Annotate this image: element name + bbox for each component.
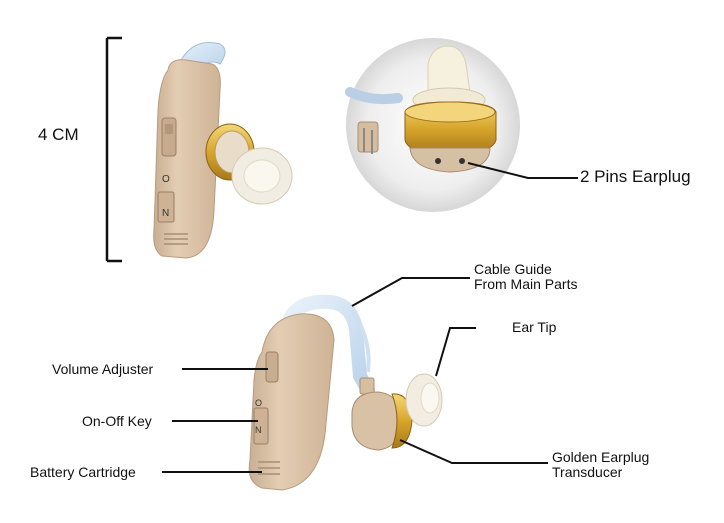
main-switch-mark-off: N xyxy=(255,425,262,435)
ear-tip-label: Ear Tip xyxy=(512,319,557,335)
battery-label: Battery Cartridge xyxy=(30,464,136,480)
leader-ear-tip xyxy=(435,327,476,377)
leader-earplug xyxy=(399,439,548,464)
hearing-aid-top-view xyxy=(153,42,293,259)
main-switch-mark-on: O xyxy=(255,398,262,408)
pins-label: 2 Pins Earplug xyxy=(580,167,691,186)
leader-cable-guide xyxy=(351,277,470,307)
scale-bracket xyxy=(105,36,122,263)
onoff-label: On-Off Key xyxy=(82,413,152,429)
leader-lines xyxy=(162,162,578,473)
switch-mark-on: O xyxy=(162,174,170,185)
cable-guide-label: Cable Guide From Main Parts xyxy=(474,261,578,292)
volume-label: Volume Adjuster xyxy=(52,361,154,377)
switch-mark-off: N xyxy=(162,208,169,219)
hearing-aid-main-view xyxy=(248,294,443,491)
earplug-closeup xyxy=(345,38,520,212)
earplug-label: Golden Earplug Transducer xyxy=(552,449,650,480)
scale-label: 4 CM xyxy=(38,125,79,144)
leader-pins xyxy=(467,162,578,179)
